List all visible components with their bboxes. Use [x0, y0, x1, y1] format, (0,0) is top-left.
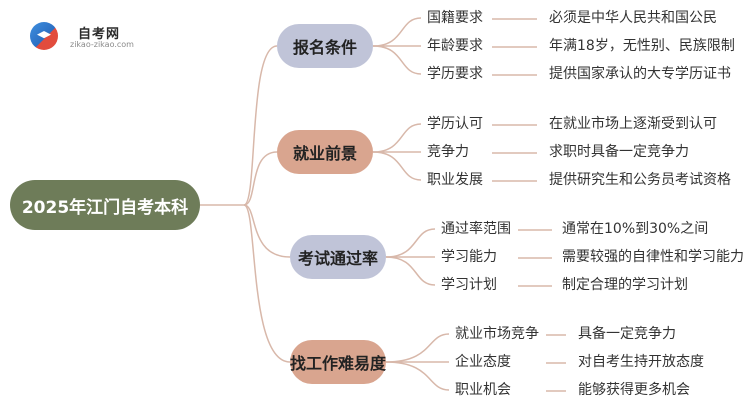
item-label: 职业发展 — [427, 172, 483, 188]
category-connector — [243, 204, 291, 363]
item-detail: 具备一定竞争力 — [578, 326, 676, 342]
item-detail: 在就业市场上逐渐受到认可 — [549, 116, 717, 132]
category-node: 考试通过率 — [290, 235, 386, 279]
item-detail: 通常在10%到30%之间 — [562, 221, 709, 237]
item-label: 通过率范围 — [441, 221, 511, 237]
category-connector — [243, 204, 291, 258]
item-detail: 需要较强的自律性和学习能力 — [562, 249, 744, 265]
item-detail: 求职时具备一定竞争力 — [549, 144, 689, 160]
item-label: 学历认可 — [427, 116, 483, 132]
category-node: 找工作难易度 — [290, 340, 386, 384]
item-label: 国籍要求 — [427, 10, 483, 26]
item-label: 就业市场竞争 — [455, 326, 539, 342]
item-label: 企业态度 — [455, 354, 511, 370]
item-detail: 能够获得更多机会 — [578, 382, 690, 398]
item-label: 竞争力 — [427, 144, 469, 160]
logo-url: zikao-zikao.com — [70, 40, 134, 49]
item-connector — [385, 256, 436, 286]
item-detail: 对自考生持开放态度 — [578, 354, 704, 370]
item-connector — [385, 361, 450, 391]
item-connector — [385, 333, 450, 363]
item-label: 年龄要求 — [427, 38, 483, 54]
item-label: 学历要求 — [427, 66, 483, 82]
category-connector — [243, 151, 278, 206]
graduation-cap-icon — [30, 22, 58, 50]
root-node: 2025年江门自考本科 — [10, 180, 200, 230]
item-detail: 提供研究生和公务员考试资格 — [549, 172, 731, 188]
item-connector — [372, 123, 422, 153]
logo-name: 自考网 — [78, 27, 121, 42]
item-label: 职业机会 — [455, 382, 511, 398]
item-connector — [372, 45, 422, 75]
item-connector — [372, 151, 422, 181]
item-detail: 必须是中华人民共和国公民 — [549, 10, 717, 26]
item-connector — [385, 228, 436, 258]
item-label: 学习计划 — [441, 277, 497, 293]
item-detail: 提供国家承认的大专学历证书 — [549, 66, 731, 82]
category-node: 就业前景 — [277, 130, 373, 174]
item-label: 学习能力 — [441, 249, 497, 265]
site-logo[interactable]: 自考网 zikao-zikao.com — [30, 20, 170, 54]
item-detail: 制定合理的学习计划 — [562, 277, 688, 293]
item-connector — [372, 17, 422, 47]
item-detail: 年满18岁，无性别、民族限制 — [549, 38, 735, 54]
category-node: 报名条件 — [277, 24, 373, 68]
category-connector — [243, 45, 278, 206]
